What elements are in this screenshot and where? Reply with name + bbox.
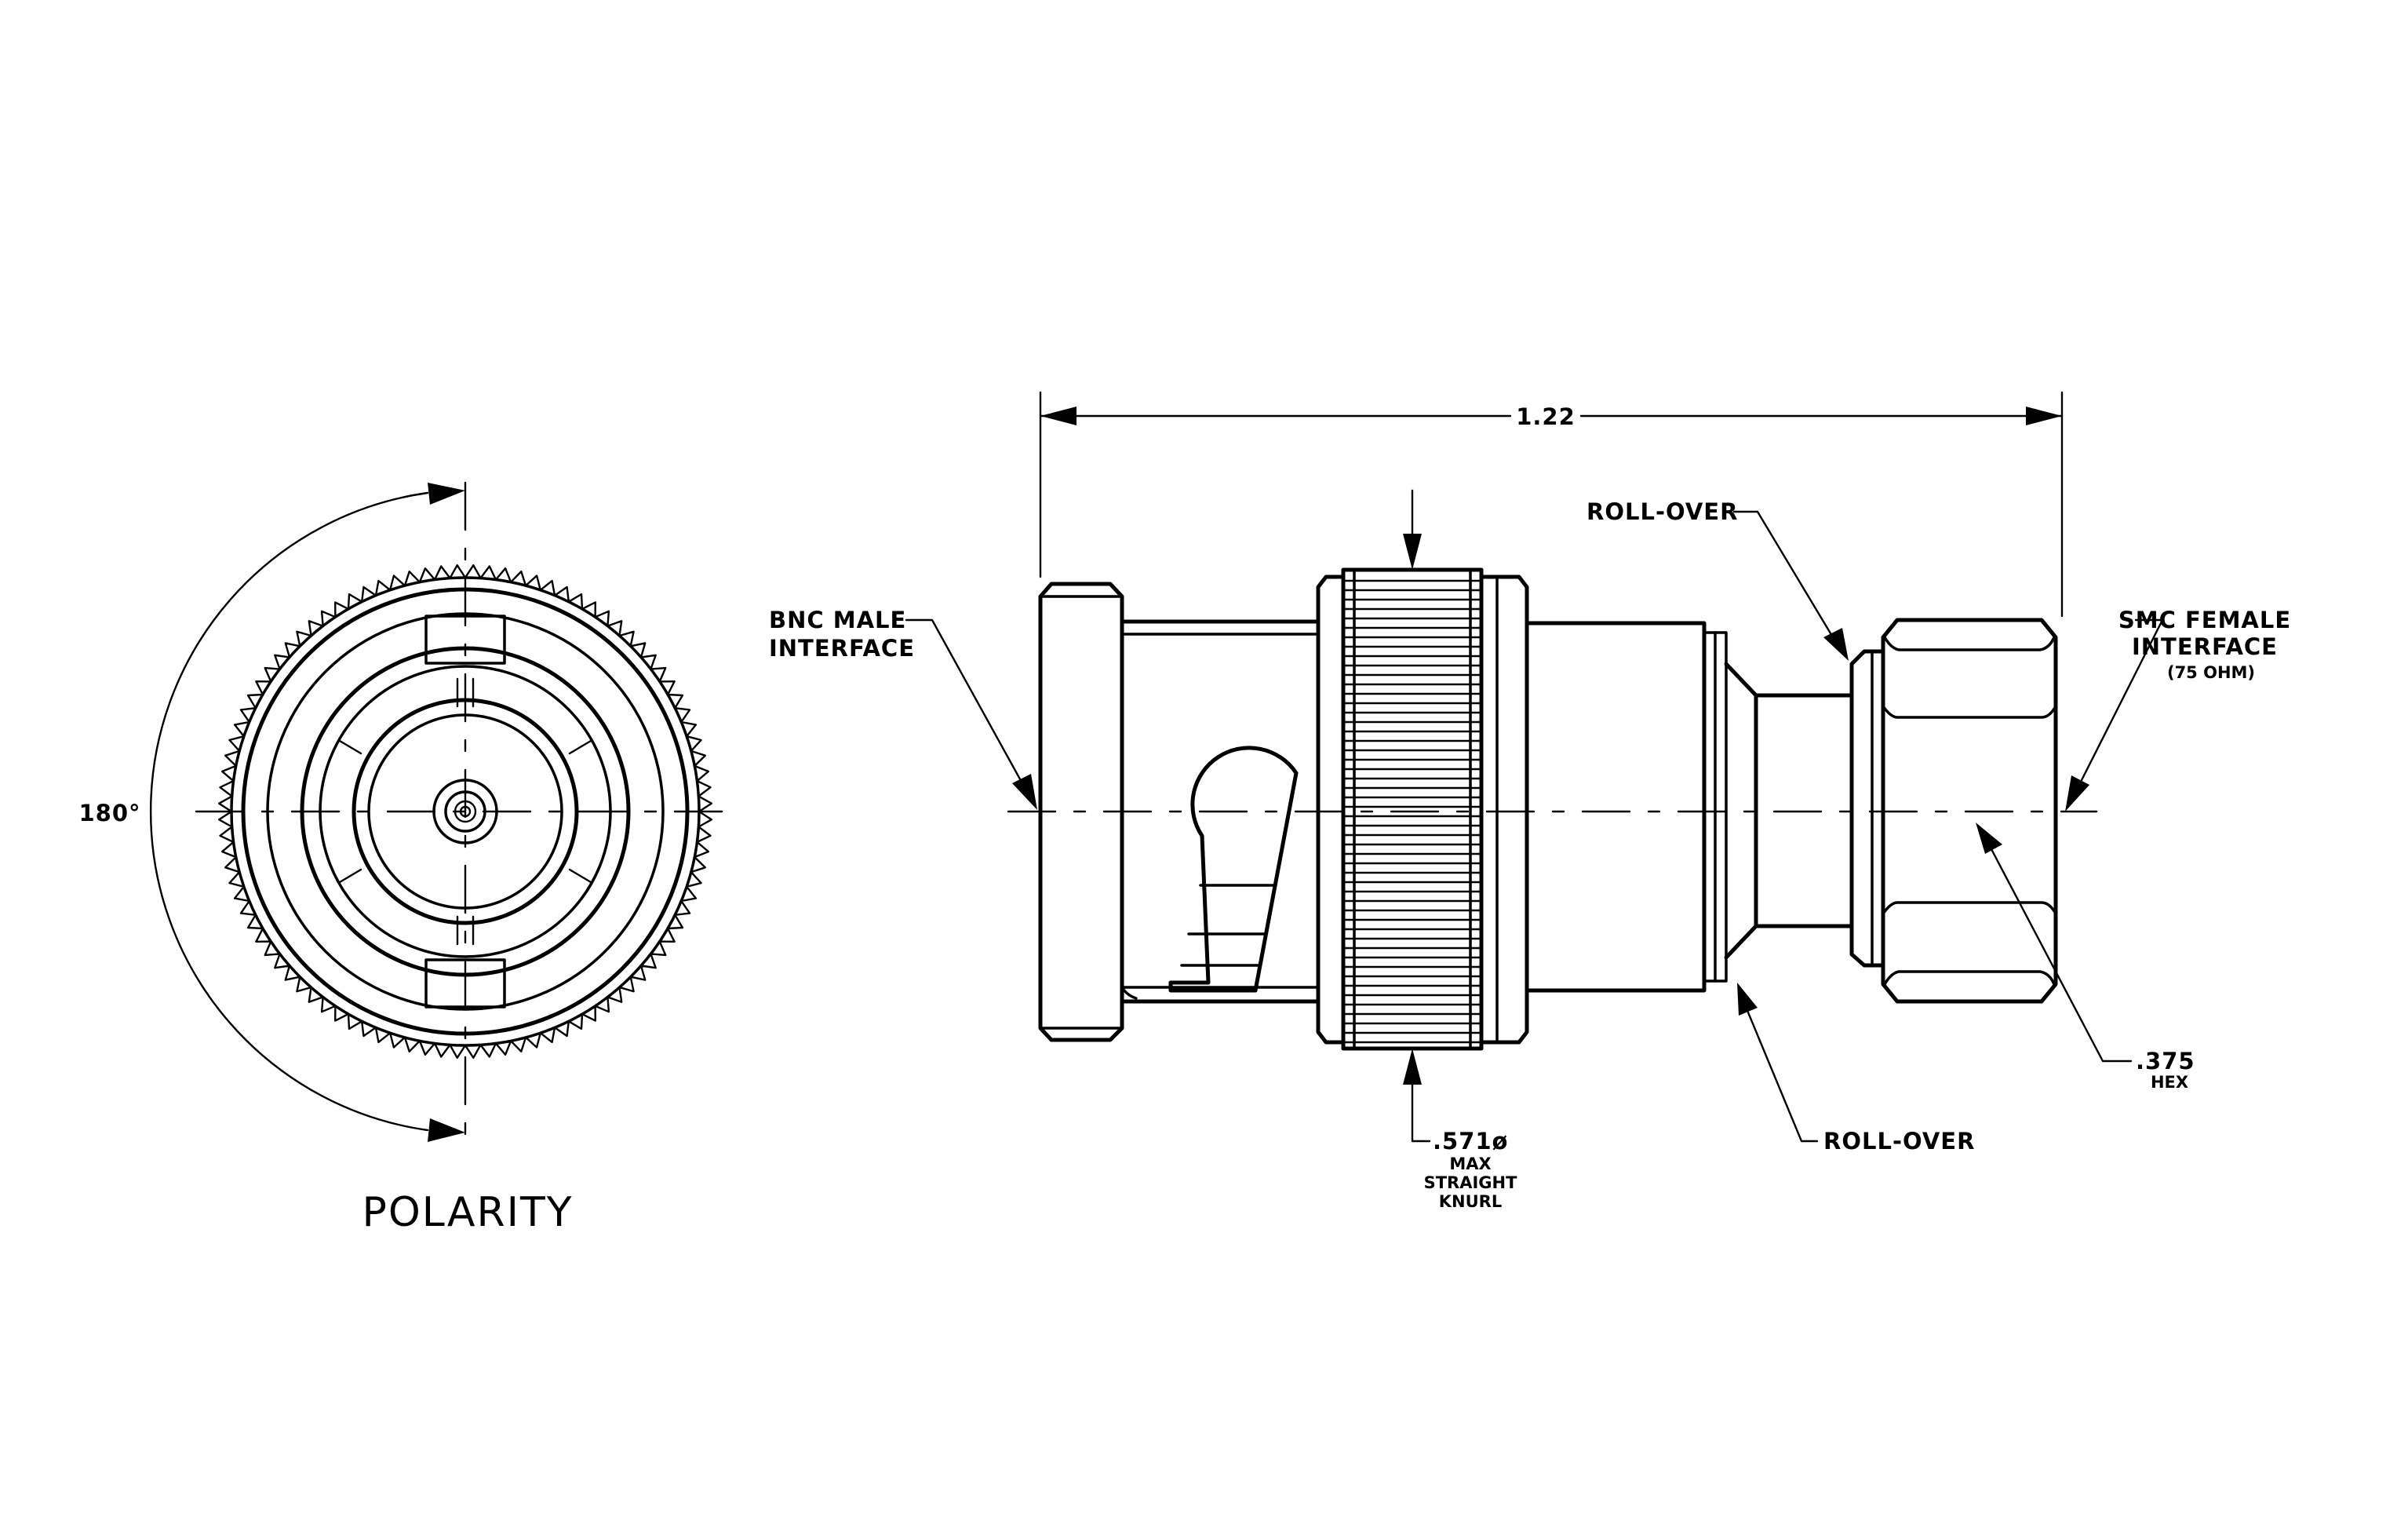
bayonet-j-slot xyxy=(1168,746,1299,993)
bnc-label-line2: INTERFACE xyxy=(769,635,915,662)
polarity-arc-arrow-top xyxy=(428,483,465,505)
slot-left-upper xyxy=(338,739,362,755)
smc-label-line2: INTERFACE xyxy=(2132,633,2278,660)
knurl-label-line2: MAX xyxy=(1449,1154,1491,1173)
slot-right-lower xyxy=(568,868,592,884)
bayonet-outer-circle xyxy=(300,646,631,977)
coupling-nut-left-collar xyxy=(1316,574,1346,1045)
hex-leader-arrow xyxy=(1976,823,2002,854)
contact-ring-1 xyxy=(432,779,498,844)
hex-flat-top xyxy=(1882,705,2057,719)
side-view: 1.22 BNC MALE INTERFACE SMC FEMALE INTER… xyxy=(769,391,2290,1211)
dim-arrow-left xyxy=(1040,407,1076,425)
knurl-base-circle xyxy=(230,576,701,1047)
knurl-dim-top-arrow xyxy=(1403,534,1422,570)
bnc-label-line1: BNC MALE xyxy=(769,607,906,633)
front-view: 180° POLARITY xyxy=(72,481,739,1236)
dim-arrow-right xyxy=(2026,407,2062,425)
knurl-label-line1: .571ø xyxy=(1433,1128,1508,1154)
contact-pin xyxy=(459,805,472,818)
contact-ring-2 xyxy=(444,790,486,833)
knurl-dim-bottom-arrow xyxy=(1403,1049,1422,1085)
bayonet-inner-circle xyxy=(319,665,612,958)
hex-label-line2: HEX xyxy=(2151,1073,2188,1092)
roll-over-bottom-label: ROLL-OVER xyxy=(1823,1128,1975,1154)
roll-over-top-label: ROLL-OVER xyxy=(1587,498,1738,525)
coupling-nut-right-collar xyxy=(1479,574,1529,1045)
hex-leader xyxy=(1990,848,2133,1063)
knurl-dim-bottom-leader xyxy=(1411,1081,1431,1143)
hex-flat-bottom xyxy=(1882,901,2057,915)
knurl-label-line4: KNURL xyxy=(1439,1192,1502,1211)
roll-over-top-leader xyxy=(1732,510,1834,639)
overall-length-label: 1.22 xyxy=(1516,403,1576,430)
hex-nut xyxy=(1881,618,2058,1004)
bnc-leader xyxy=(905,618,1025,786)
roll-over-bottom-arrow xyxy=(1737,983,1758,1016)
hex-label-line1: .375 xyxy=(2136,1048,2195,1074)
bayonet-body-lower-edge xyxy=(1120,986,1138,1000)
polarity-lug-top xyxy=(424,615,506,665)
roll-over-top-arrow xyxy=(1823,628,1849,661)
insulator-inner-circle xyxy=(367,713,563,910)
smc-collar xyxy=(1849,649,1885,968)
nut-inner-circle xyxy=(266,612,665,1011)
slot-left-lower xyxy=(338,868,362,884)
angle-label: 180° xyxy=(78,800,140,826)
polarity-lug-bottom xyxy=(424,958,506,1009)
polarity-arc xyxy=(149,491,429,1132)
polarity-arc-arrow-bottom xyxy=(428,1118,465,1142)
knurl-lines xyxy=(1342,568,1483,1050)
bnc-flange xyxy=(1038,582,1124,1042)
main-barrel xyxy=(1525,621,1707,993)
hex-curve-bottom xyxy=(1883,970,2056,986)
contact-ring-3 xyxy=(454,800,477,823)
smc-leader-arrow xyxy=(2065,775,2089,812)
bnc-leader-arrow xyxy=(1012,774,1037,810)
smc-leader xyxy=(2078,618,2164,786)
slot-right-upper xyxy=(568,739,592,755)
polarity-title: POLARITY xyxy=(362,1189,573,1236)
smc-label-line3: (75 OHM) xyxy=(2167,663,2255,682)
hex-curve-top xyxy=(1883,636,2056,651)
angle-label-mask xyxy=(72,794,144,830)
nut-outer-circle xyxy=(241,587,690,1036)
roll-over-bottom-leader xyxy=(1747,1011,1819,1143)
insulator-outer-circle xyxy=(352,698,579,925)
knurl-label-line3: STRAIGHT xyxy=(1424,1173,1517,1192)
